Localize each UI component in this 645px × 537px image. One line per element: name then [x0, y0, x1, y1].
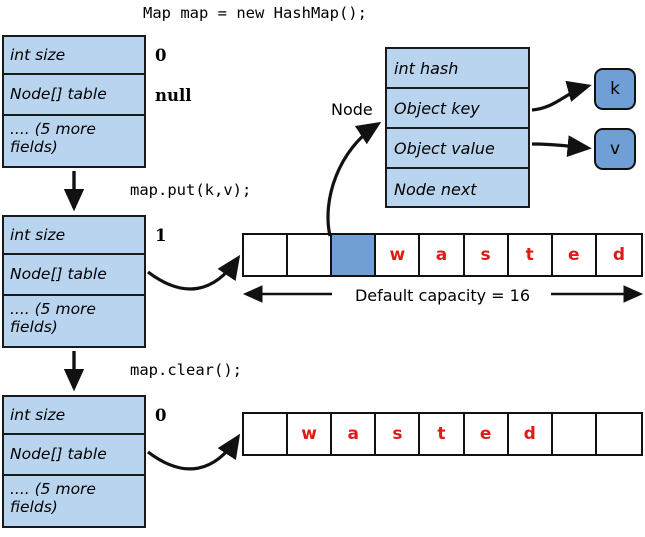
value-size-after-put: 1	[155, 226, 167, 245]
node-field-int-hash: int hash	[387, 49, 528, 89]
bucket-cell	[244, 235, 289, 275]
key-to-k-arrow	[531, 80, 592, 112]
bucket-cell	[596, 414, 641, 454]
field-more-fields: .... (5 more fields)	[4, 296, 144, 346]
field-more-fields: .... (5 more fields)	[4, 476, 144, 526]
table-to-array-arrow-clear	[147, 433, 241, 471]
bucket-cell: d	[596, 235, 641, 275]
field-more-fields-line1: .... (5 more	[10, 300, 96, 318]
field-more-fields-line2: fields)	[10, 318, 58, 337]
node-field-object-key: Object key	[387, 89, 528, 129]
node-label: Node	[331, 100, 373, 119]
field-more-fields: .... (5 more fields)	[4, 116, 144, 166]
bucket-cell: s	[464, 235, 509, 275]
bucket-cell	[288, 235, 333, 275]
bucket-cell: s	[376, 414, 421, 454]
bucket-cell: w	[376, 235, 421, 275]
table-to-array-arrow-put	[147, 254, 241, 291]
code-map-clear: map.clear();	[130, 361, 242, 379]
node-field-node-next: Node next	[394, 179, 477, 199]
default-capacity-caption: Default capacity = 16	[354, 286, 531, 305]
value-size-after-clear: 0	[155, 406, 167, 425]
key-object-pill: k	[594, 68, 636, 110]
node-struct: int hash Object key Object value Node ne…	[385, 47, 530, 208]
field-more-fields-line2: fields)	[10, 138, 58, 157]
bucket-cell	[244, 414, 289, 454]
value-table-initial: null	[155, 86, 192, 105]
node-field-object-value: Object value	[387, 129, 528, 169]
field-node-table: Node[] table	[4, 435, 144, 476]
bucket-cell	[552, 414, 597, 454]
field-more-fields-line1: .... (5 more	[10, 480, 96, 498]
field-int-size: int size	[4, 397, 144, 435]
value-to-v-arrow	[531, 135, 592, 157]
field-more-fields-line2: fields)	[10, 498, 58, 517]
bucket-cell: a	[332, 414, 377, 454]
field-int-size: int size	[4, 217, 144, 255]
bucket-cell: w	[288, 414, 333, 454]
field-node-table: Node[] table	[4, 255, 144, 296]
title-code-label: Map map = new HashMap();	[143, 4, 367, 22]
field-int-size: int size	[4, 37, 144, 75]
field-more-fields-line1: .... (5 more	[10, 120, 96, 138]
hashmap-struct-after-clear: int size Node[] table .... (5 more field…	[2, 395, 146, 528]
code-map-put: map.put(k,v);	[130, 181, 252, 199]
bucket-cell: t	[508, 235, 553, 275]
bucket-cell: d	[508, 414, 553, 454]
bucket-cell: a	[420, 235, 465, 275]
field-node-table: Node[] table	[4, 75, 144, 116]
bucket-cell: e	[464, 414, 509, 454]
hashmap-struct-after-put: int size Node[] table .... (5 more field…	[2, 215, 146, 348]
bucket-cell: t	[420, 414, 465, 454]
bucket-to-node-arrow	[326, 121, 382, 237]
value-size-initial: 0	[155, 46, 167, 65]
bucket-cell: e	[552, 235, 597, 275]
bucket-cell	[332, 235, 377, 275]
hashmap-struct-initial: int size Node[] table .... (5 more field…	[2, 35, 146, 168]
value-object-pill: v	[594, 128, 636, 170]
